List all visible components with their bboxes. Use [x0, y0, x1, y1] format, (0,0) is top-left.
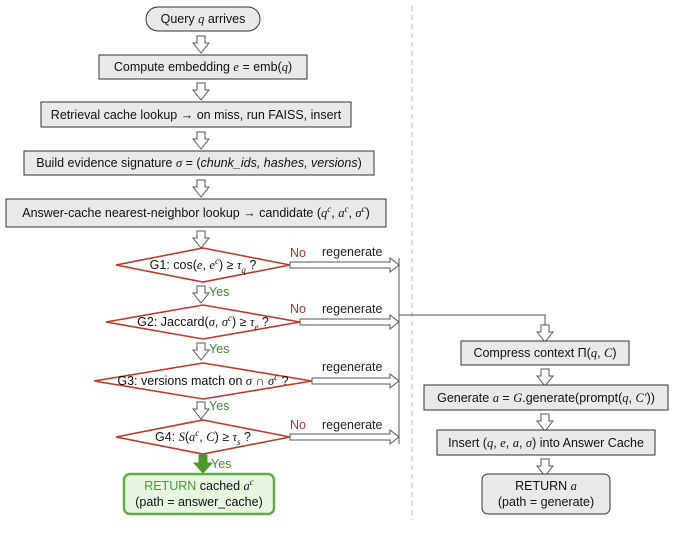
flow-arrow — [536, 458, 554, 477]
g4-regenerate-arrow — [289, 428, 400, 446]
g2-no-label: No — [290, 302, 306, 316]
svg-text:Insert (q, e, a, σ) into Answe: Insert (q, e, a, σ) into Answer Cache — [448, 436, 644, 450]
g4-regenerate-label: regenerate — [322, 418, 383, 432]
flow-arrow — [192, 230, 210, 249]
g2-yes-label: Yes — [209, 342, 229, 356]
retrieval-node: Retrieval cache lookup → on miss, run FA… — [40, 101, 352, 128]
insert-node: Insert (q, e, a, σ) into Answer Cache — [436, 429, 656, 456]
flow-arrow — [536, 368, 554, 387]
flow-arrow — [536, 324, 554, 343]
return-cached-path: (path = answer_cache) — [135, 495, 263, 509]
svg-text:RETURN a: RETURN a — [515, 479, 577, 493]
flow-arrow — [192, 82, 210, 101]
g1-regenerate-arrow — [289, 256, 400, 274]
compress-node: Compress context Π(q, C) — [460, 340, 630, 366]
nn-lookup-node: Answer-cache nearest-neighbor lookup → c… — [5, 198, 387, 228]
svg-text:Compute embedding e = emb(q): Compute embedding e = emb(q) — [114, 60, 292, 74]
g4-yes-label: Yes — [211, 457, 231, 471]
svg-text:Query q arrives: Query q arrives — [161, 12, 246, 26]
g2-regenerate-label: regenerate — [322, 302, 383, 316]
svg-text:Generate a = G.generate(prompt: Generate a = G.generate(prompt(q, C′)) — [437, 391, 655, 405]
g4-yes-arrow — [192, 454, 214, 474]
gate-g2: G2: Jaccard(σ, σc) ≥ τe ? — [105, 304, 301, 340]
start-node: Query q arrives — [145, 6, 261, 32]
svg-text:G2: Jaccard(σ, σc) ≥ τe ?: G2: Jaccard(σ, σc) ≥ τe ? — [137, 313, 269, 332]
return-cached-node: RETURN cached ac (path = answer_cache) — [122, 472, 276, 516]
g3-regenerate-label: regenerate — [322, 360, 383, 374]
g1-regenerate-label: regenerate — [322, 245, 383, 259]
return-generate-path: (path = generate) — [498, 495, 594, 509]
gate-g4: G4: S(ac, C) ≥ τs ? — [115, 419, 291, 455]
svg-text:G3: versions match on σ ∩ σc ?: G3: versions match on σ ∩ σc ? — [117, 372, 288, 388]
g1-yes-arrow — [192, 285, 210, 304]
merge-connector — [399, 314, 546, 328]
flow-arrow — [192, 179, 210, 198]
return-generate-node: RETURN a (path = generate) — [481, 473, 611, 515]
svg-text:Build evidence signature σ = (: Build evidence signature σ = (chunk_ids,… — [36, 156, 361, 170]
flow-arrow — [192, 131, 210, 150]
g3-yes-label: Yes — [209, 399, 229, 413]
retrieval-text: Retrieval cache lookup → on miss, run FA… — [51, 108, 342, 122]
svg-text:G4: S(ac, C) ≥ τs ?: G4: S(ac, C) ≥ τs ? — [155, 428, 251, 447]
g1-yes-label: Yes — [209, 285, 229, 299]
gate-g1: G1: cos(e, ec) ≥ τq ? — [115, 247, 291, 283]
g4-no-label: No — [290, 418, 306, 432]
svg-text:Compress context Π(q, C): Compress context Π(q, C) — [473, 346, 616, 360]
gate-g3: G3: versions match on σ ∩ σc ? — [93, 362, 313, 400]
g2-regenerate-arrow — [299, 313, 400, 331]
flow-arrow — [192, 35, 210, 54]
signature-node: Build evidence signature σ = (chunk_ids,… — [23, 150, 375, 176]
svg-text:Answer-cache nearest-neighbor: Answer-cache nearest-neighbor lookup → c… — [22, 204, 370, 220]
embedding-node: Compute embedding e = emb(q) — [98, 54, 308, 80]
g3-regenerate-arrow — [311, 372, 400, 390]
svg-text:RETURN cached ac: RETURN cached ac — [144, 477, 254, 493]
generate-node: Generate a = G.generate(prompt(q, C′)) — [423, 384, 669, 411]
g2-yes-arrow — [192, 342, 210, 361]
g3-yes-arrow — [192, 401, 210, 420]
svg-text:G1: cos(e, ec) ≥ τq ?: G1: cos(e, ec) ≥ τq ? — [150, 256, 257, 275]
flow-arrow — [536, 413, 554, 432]
g1-no-label: No — [290, 246, 306, 260]
